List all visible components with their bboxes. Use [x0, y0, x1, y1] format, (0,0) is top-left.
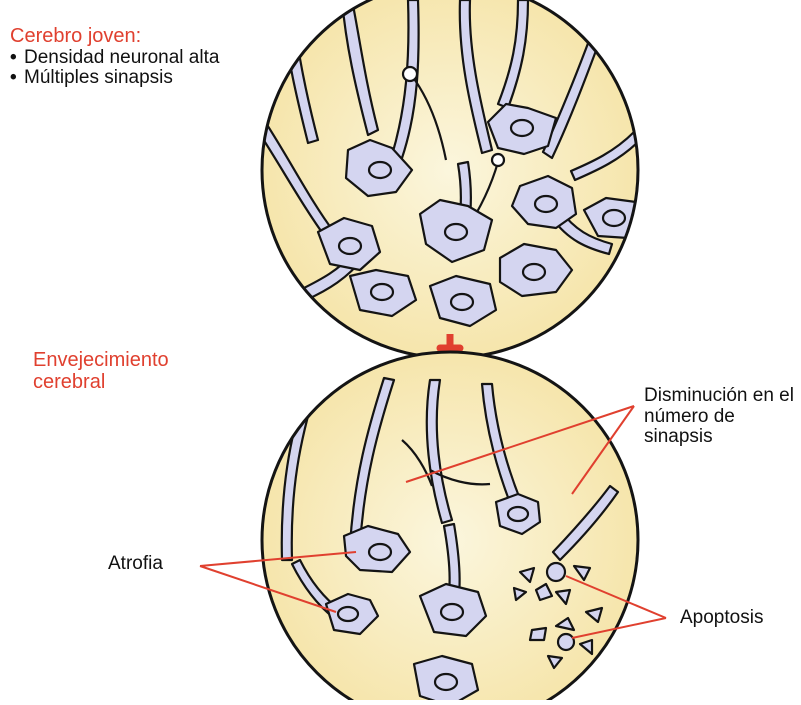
nucleus — [435, 674, 457, 690]
bullet-item: •Múltiples sinapsis — [10, 68, 219, 89]
synapse-bouton — [492, 154, 504, 166]
apoptotic-cell — [558, 634, 574, 650]
nucleus — [369, 162, 391, 178]
bullet-text: Múltiples sinapsis — [24, 67, 173, 88]
nucleus — [451, 294, 473, 310]
bullet-list: •Densidad neuronal alta •Múltiples sinap… — [10, 48, 219, 89]
aging-brain-circle — [262, 352, 638, 700]
synapse-loss-label: Disminución en el número de sinapsis — [644, 386, 794, 448]
nucleus — [445, 224, 467, 240]
young-brain-title: Cerebro joven: — [10, 26, 219, 48]
atrophy-label: Atrofia — [108, 554, 163, 575]
nucleus — [535, 196, 557, 212]
synapse-bouton — [403, 67, 417, 81]
nucleus — [369, 544, 391, 560]
apoptotic-cell — [547, 563, 565, 581]
bullet-text: Densidad neuronal alta — [24, 47, 219, 68]
transition-label: Envejecimiento cerebral — [33, 350, 223, 393]
nucleus — [441, 604, 463, 620]
nucleus — [511, 120, 533, 136]
nucleus — [603, 210, 625, 226]
apoptotic-fragment — [530, 628, 546, 640]
nucleus — [523, 264, 545, 280]
nucleus — [508, 507, 528, 521]
nucleus — [339, 238, 361, 254]
apoptosis-label: Apoptosis — [680, 608, 763, 629]
bullet-item: •Densidad neuronal alta — [10, 48, 219, 69]
young-brain-legend: Cerebro joven: •Densidad neuronal alta •… — [10, 26, 219, 89]
nucleus — [338, 607, 358, 621]
young-brain-circle — [256, 0, 646, 358]
nucleus — [371, 284, 393, 300]
